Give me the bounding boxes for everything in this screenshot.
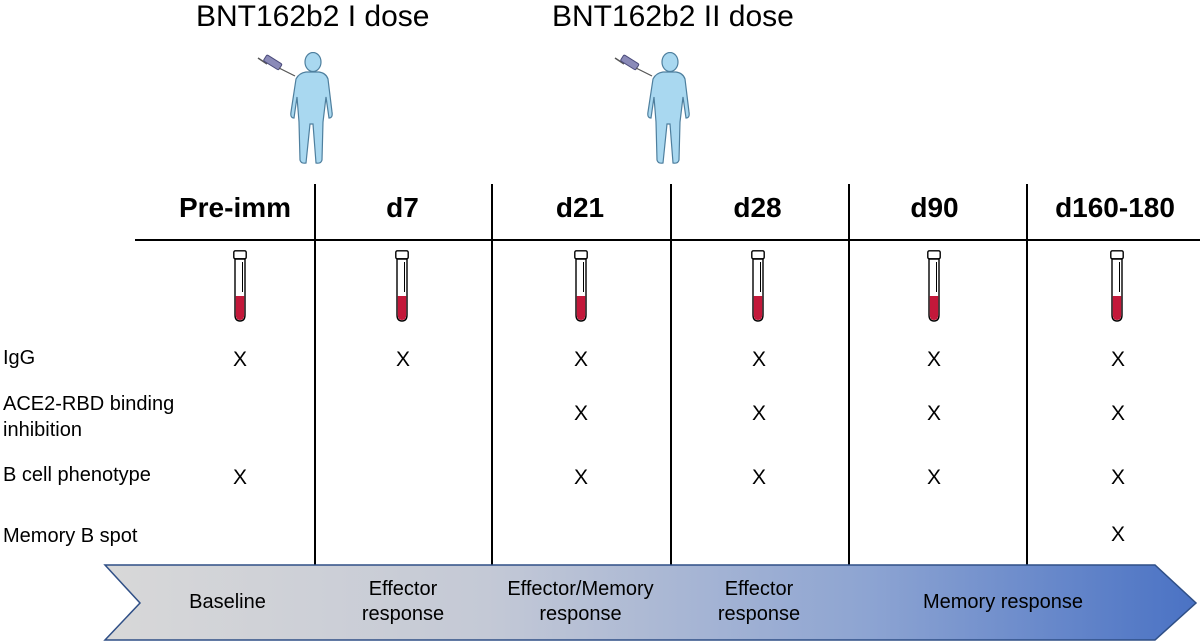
column-header-d90: d90	[910, 192, 959, 223]
sample-mark: X	[232, 348, 247, 371]
sample-mark	[388, 466, 418, 490]
column-header-d21: d21	[555, 192, 605, 223]
person-icon	[257, 52, 333, 164]
sample-mark: X	[573, 348, 588, 371]
column-divider	[1026, 184, 1028, 636]
human-body-shape	[290, 52, 333, 164]
row-label-ace2-rbd-line1: ACE2-RBD binding	[3, 393, 175, 415]
blood-tube-icon	[751, 250, 765, 322]
sample-mark: X	[573, 466, 588, 489]
sample-mark: X	[751, 466, 766, 489]
dose2-title: BNT162b2 II dose	[552, 0, 794, 33]
phase-label-effector-memory: Effector/Memory response	[491, 566, 670, 638]
sample-mark	[225, 402, 255, 426]
sample-mark: X	[573, 402, 588, 425]
human-body-shape	[647, 52, 690, 164]
syringe-icon	[614, 54, 653, 77]
column-header-d7: d7	[386, 192, 419, 223]
sample-mark: X	[926, 402, 941, 425]
phase-label-line: response	[717, 603, 801, 625]
sample-mark: X	[395, 348, 410, 371]
phase-label-baseline: Baseline	[140, 566, 315, 638]
sample-mark: X	[751, 348, 766, 371]
blood-tube-icon	[395, 250, 409, 322]
row-label-ace2-rbd-line2: inhibition	[3, 419, 82, 441]
blood-tube-icon	[927, 250, 941, 322]
phase-label-line: Effector	[724, 578, 794, 600]
phase-label-effector-1: Effector response	[315, 566, 491, 638]
phase-label-memory: Memory response	[848, 566, 1158, 638]
phase-label-line: response	[539, 603, 622, 625]
person-icon	[614, 52, 690, 164]
sample-mark: X	[1110, 523, 1125, 546]
sample-mark	[388, 523, 418, 547]
column-divider	[314, 184, 316, 636]
sample-mark	[388, 402, 418, 426]
phase-label-line: Effector/Memory	[507, 578, 654, 600]
sample-mark: X	[926, 466, 941, 489]
phase-label-effector-2: Effector response	[670, 566, 848, 638]
sample-mark: X	[1110, 348, 1125, 371]
phase-label-line: response	[361, 603, 445, 625]
sample-mark: X	[1110, 402, 1125, 425]
sample-mark	[566, 523, 596, 547]
timeline-arrow	[103, 564, 1198, 641]
phase-label-line: Baseline	[189, 590, 266, 613]
sample-mark: X	[1110, 466, 1125, 489]
column-divider	[491, 184, 493, 636]
column-header-pre-imm: Pre-imm	[178, 192, 292, 223]
phase-label-line: Memory response	[922, 590, 1084, 613]
sample-mark	[919, 523, 949, 547]
column-header-d28: d28	[733, 192, 782, 223]
column-divider	[848, 184, 850, 636]
row-label-igg: IgG	[3, 347, 36, 369]
blood-tube-icon	[233, 250, 247, 322]
header-divider	[135, 239, 1200, 241]
column-header-d160-180: d160-180	[1055, 192, 1175, 223]
sample-mark: X	[926, 348, 941, 371]
row-label-memory-b-spot: Memory B spot	[3, 525, 138, 547]
row-label-b-cell-phenotype: B cell phenotype	[3, 464, 151, 486]
dose1-title: BNT162b2 I dose	[196, 0, 430, 33]
sample-mark: X	[232, 466, 247, 489]
column-divider	[670, 184, 672, 636]
sample-mark	[225, 523, 255, 547]
blood-tube-icon	[1110, 250, 1124, 322]
phase-label-line: Effector	[368, 578, 438, 600]
sample-mark	[744, 523, 774, 547]
syringe-icon	[257, 54, 296, 77]
sample-mark: X	[751, 402, 766, 425]
blood-tube-icon	[574, 250, 588, 322]
